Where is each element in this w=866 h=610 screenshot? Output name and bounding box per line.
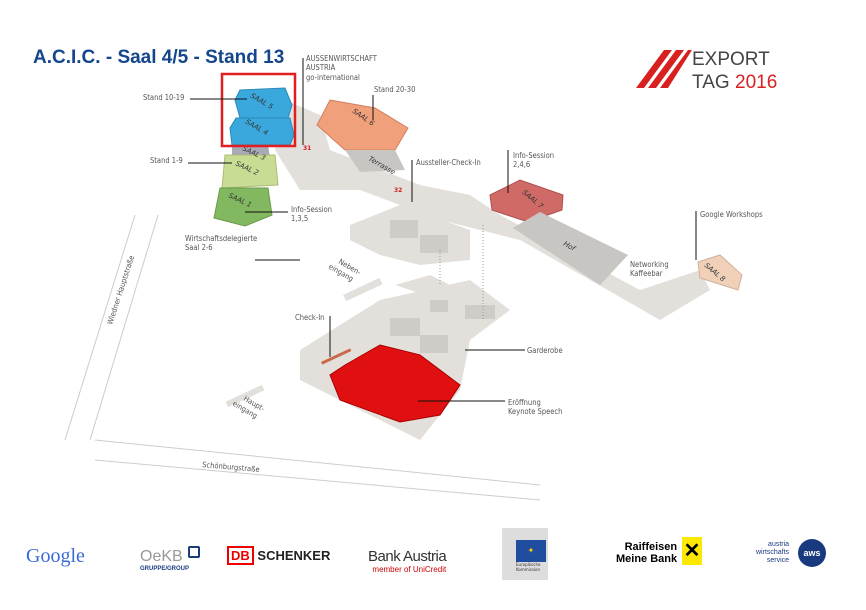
organizer-line3: go-international [306, 73, 360, 82]
label-info-246-nums: 2,4,6 [513, 160, 530, 169]
hof [513, 212, 628, 285]
aws-line1: austria [768, 541, 790, 548]
logo-european-commission: ✦ Europäische Kommission [502, 528, 548, 580]
leader-lines [188, 58, 697, 402]
eu-flag-icon: ✦ [516, 540, 546, 562]
hall-keynote[interactable] [329, 344, 461, 423]
logo-bank-austria: Bank Austria member of UniCredit [368, 548, 447, 574]
hall-saal-2[interactable] [221, 154, 279, 189]
label-wirtschaftsdelegierte: Wirtschaftsdelegierte [185, 234, 257, 243]
oekb-sub: GRUPPE/GROUP [140, 566, 190, 572]
svg-text:2016: 2016 [735, 72, 777, 93]
highlight-box [220, 72, 297, 148]
hall-saal-6[interactable] [316, 99, 409, 151]
label-kaffeebar: Kaffeebar [630, 269, 663, 278]
label-google-workshops: Google Workshops [700, 210, 763, 219]
street-wiedner: Wiedner Hauptstraße [105, 254, 136, 325]
organizer-line2: AUSTRIA [306, 63, 336, 72]
label-eroeffnung: Eröffnung [508, 398, 541, 407]
label-stand-20-30: Stand 20-30 [374, 85, 415, 94]
ec-line2: Kommission [516, 567, 541, 572]
aws-line3: service [766, 557, 790, 564]
logo-aws: austria wirtschafts service [756, 541, 789, 565]
aws-circle-icon: aws [798, 539, 826, 567]
page-title: A.C.I.C. - Saal 4/5 - Stand 13 [33, 47, 285, 68]
organizer-line1: AUSSENWIRTSCHAFT [306, 54, 378, 63]
hall-saal-1[interactable] [213, 187, 273, 227]
raiffeisen-line2: Meine Bank [616, 553, 678, 565]
hall-saal-8[interactable] [697, 254, 743, 291]
label-aussteller-checkin: Aussteller-Check-In [416, 158, 481, 167]
floor-marker-31: 31 [303, 145, 311, 152]
logo-google: Google [26, 545, 85, 567]
label-info-246: Info-Session [513, 151, 554, 160]
label-stand-10-19: Stand 10-19 [143, 93, 184, 102]
terrasse [345, 150, 405, 172]
label-garderobe: Garderobe [527, 346, 563, 355]
oekb-text: OeKB [140, 548, 183, 565]
label-stand-1-9: Stand 1-9 [150, 156, 183, 165]
ec-line1: Europäische [516, 562, 541, 567]
logo-db-schenker: DB SCHENKER [227, 546, 331, 565]
bank-austria-text: Bank Austria [368, 548, 447, 565]
label-info-135-nums: 1,3,5 [291, 214, 308, 223]
oekb-square-icon [187, 546, 200, 558]
label-info-135: Info-Session [291, 205, 332, 214]
label-networking: Networking [630, 260, 669, 269]
label-keynote: Keynote Speech [508, 407, 562, 416]
floor-marker-32: 32 [394, 187, 402, 194]
svg-text:TAG: TAG [692, 72, 730, 93]
logo-raiffeisen: Raiffeisen Meine Bank [616, 541, 677, 565]
raiffeisen-line1: Raiffeisen [624, 541, 678, 553]
schenker-text: SCHENKER [257, 548, 331, 563]
label-wd-saal: Saal 2-6 [185, 243, 213, 252]
db-mark: DB [227, 546, 254, 565]
logo-oekb: OeKB GRUPPE/GROUP [140, 546, 200, 572]
aws-line2: wirtschafts [756, 549, 790, 556]
exporttag-logo: EXPORT TAG 2016 [636, 49, 777, 93]
streets [64, 214, 541, 501]
unicredit-text: member of UniCredit [372, 565, 447, 574]
label-checkin: Check-In [295, 313, 324, 322]
checkin-desk [321, 348, 352, 365]
service-blocks [390, 220, 495, 353]
svg-text:EXPORT: EXPORT [692, 49, 770, 70]
raiffeisen-giebelkreuz-icon: ✕ [682, 537, 702, 565]
